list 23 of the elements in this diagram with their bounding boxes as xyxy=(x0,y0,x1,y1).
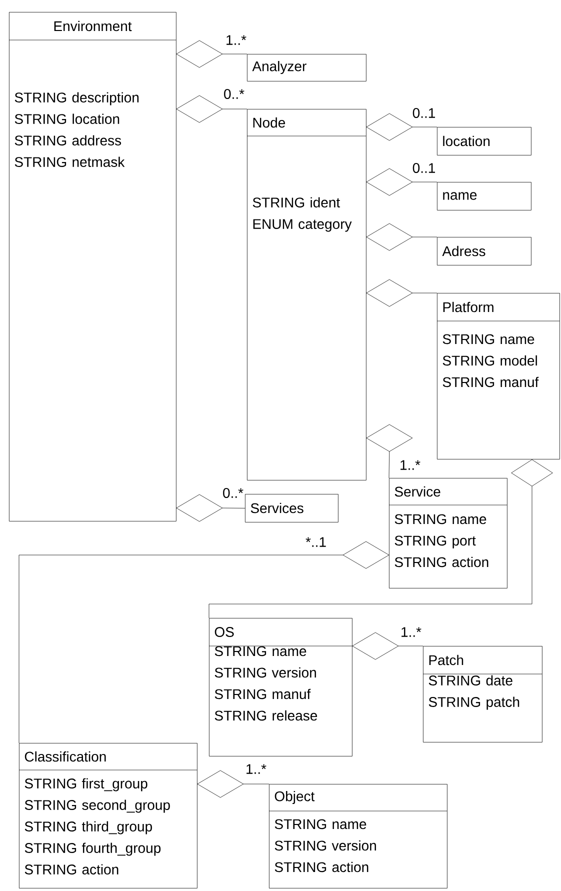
class-box: Environment STRING description STRING location STRING address STRING netmask xyxy=(8,12,176,522)
class-box: Patch STRING date STRING patch xyxy=(422,646,542,742)
class-box: Services xyxy=(245,494,338,522)
class-box: name xyxy=(437,182,532,210)
multiplicity-label: 0..1 xyxy=(411,107,437,119)
class-box: Analyzer xyxy=(247,54,366,82)
multiplicity-label: 0..1 xyxy=(411,162,437,174)
multiplicity-label: 1..* xyxy=(398,459,422,471)
multiplicity-label: 0..* xyxy=(222,88,246,100)
class-box: location xyxy=(437,127,532,156)
aggregation-line xyxy=(208,459,553,618)
multiplicity-label: 0..* xyxy=(222,487,244,499)
class-box: Platform STRING name STRING model STRING manuf xyxy=(436,293,560,460)
multiplicity-label: 1..* xyxy=(244,763,268,775)
class-box: Classification STRING first_group STRING second_group STRING third_group STRING fourth_group STRING action xyxy=(18,743,198,888)
multiplicity-label: 1..* xyxy=(224,34,248,46)
class-box: Adress xyxy=(437,237,532,266)
class-box: Object STRING name STRING version STRING action xyxy=(268,784,448,888)
multiplicity-label: 1..* xyxy=(400,626,422,638)
multiplicity-label: *..1 xyxy=(304,536,328,548)
class-box: Service STRING name STRING port STRING action xyxy=(388,478,508,588)
class-box: Node STRING ident ENUM category xyxy=(246,109,366,480)
class-box: OS STRING name STRING version STRING manuf STRING release xyxy=(208,618,352,756)
